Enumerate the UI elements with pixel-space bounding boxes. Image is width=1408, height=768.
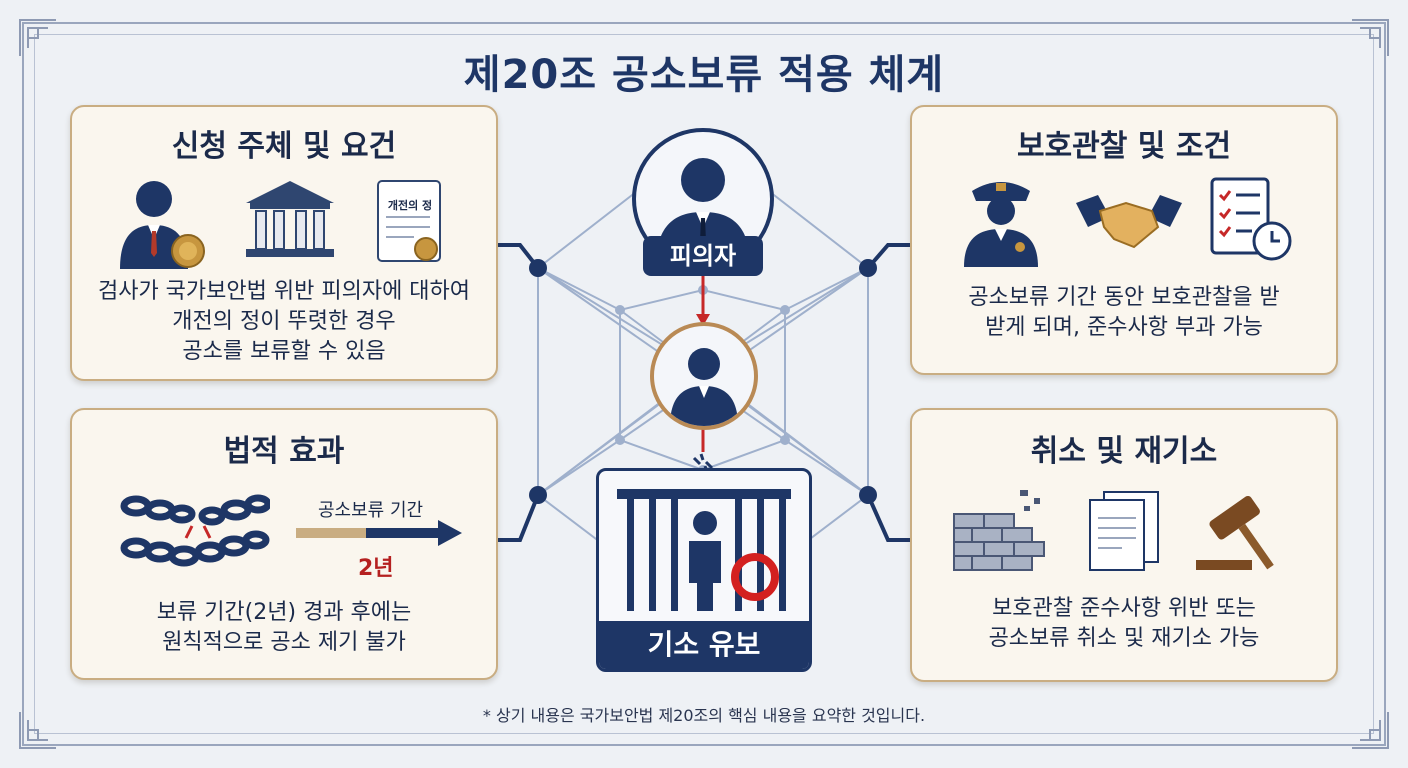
panel-title: 보호관찰 및 조건 xyxy=(1016,129,1232,164)
period-label: 공소보류 기간 xyxy=(318,500,424,521)
panel-title: 법적 효과 xyxy=(223,434,345,469)
panel-applicant-requirements: 신청 주체 및 요건 개전의 정 검사가 국가보안법 위반 피의자에 대하여 개… xyxy=(70,105,498,381)
panel-title: 신청 주체 및 요건 xyxy=(171,129,397,164)
corner-ornament-top-right xyxy=(1352,19,1389,56)
prosecution-hold-label: 기소 유보 xyxy=(599,621,809,669)
prison-bars-icon xyxy=(617,489,791,611)
body-line: 받게 되며, 준수사항 부과 가능 xyxy=(985,315,1263,340)
corner-ornament-top-left xyxy=(19,19,56,56)
prosecution-hold-box: 기소 유보 xyxy=(596,468,812,672)
certificate-icon xyxy=(377,180,441,262)
body-line: 검사가 국가보안법 위반 피의자에 대하여 xyxy=(97,279,471,304)
period-years: 2년 xyxy=(358,556,394,581)
period-arrow-icon xyxy=(296,520,462,546)
court-building-icon xyxy=(246,181,334,257)
documents-icon xyxy=(1089,491,1159,571)
panel-body: 검사가 국가보안법 위반 피의자에 대하여 개전의 정이 뚜렷한 경우 공소를 … xyxy=(72,277,496,367)
corner-ornament-bottom-left xyxy=(19,712,56,749)
body-line: 원칙적으로 공소 제기 불가 xyxy=(162,630,406,655)
body-line: 개전의 정이 뚜렷한 경우 xyxy=(172,309,396,334)
panel-body: 보류 기간(2년) 경과 후에는 원칙적으로 공소 제기 불가 xyxy=(72,598,496,658)
panel-body: 보호관찰 준수사항 위반 또는 공소보류 취소 및 재기소 가능 xyxy=(912,594,1336,654)
police-officer-icon xyxy=(964,182,1038,267)
broken-chain-icon xyxy=(120,494,270,567)
body-line: 공소를 보류할 수 있음 xyxy=(182,339,386,364)
broken-wall-icon xyxy=(953,490,1045,571)
prosecutor-icon xyxy=(120,181,205,269)
body-line: 공소보류 취소 및 재기소 가능 xyxy=(988,626,1260,651)
outer-frame xyxy=(22,22,1386,746)
panel-body: 공소보류 기간 동안 보호관찰을 받 받게 되며, 준수사항 부과 가능 xyxy=(912,283,1336,343)
person-icon xyxy=(670,348,738,426)
certificate-label: 개전의 정 xyxy=(387,199,433,212)
suspect-label: 피의자 xyxy=(643,236,763,276)
checklist-clock-icon xyxy=(1210,177,1292,261)
footnote: * 상기 내용은 국가보안법 제20조의 핵심 내용을 요약한 것입니다. xyxy=(482,706,926,725)
handshake-icon xyxy=(1076,195,1182,249)
broken-link-icon xyxy=(692,453,714,473)
gavel-icon xyxy=(1196,495,1274,570)
body-line: 보류 기간(2년) 경과 후에는 xyxy=(156,600,412,625)
panel-probation-conditions: 보호관찰 및 조건 공소보류 기간 동안 보호관찰을 받 받게 되며, 준수사항… xyxy=(910,105,1338,375)
page-title: 제20조 공소보류 적용 체계 xyxy=(463,52,945,98)
intermediate-person-node xyxy=(650,322,758,430)
panel-title: 취소 및 재기소 xyxy=(1030,434,1218,469)
body-line: 공소보류 기간 동안 보호관찰을 받 xyxy=(968,285,1280,310)
inner-frame xyxy=(34,34,1374,734)
corner-ornament-bottom-right xyxy=(1352,712,1389,749)
body-line: 보호관찰 준수사항 위반 또는 xyxy=(992,596,1256,621)
panel-revocation-reprosecution: 취소 및 재기소 보호관찰 준수사항 위반 또는 공소보류 취소 및 재기소 가… xyxy=(910,408,1338,682)
panel-legal-effect: 법적 효과 공소보류 기간 2년 보류 기간(2년) 경과 후에는 원칙적으로 … xyxy=(70,408,498,680)
